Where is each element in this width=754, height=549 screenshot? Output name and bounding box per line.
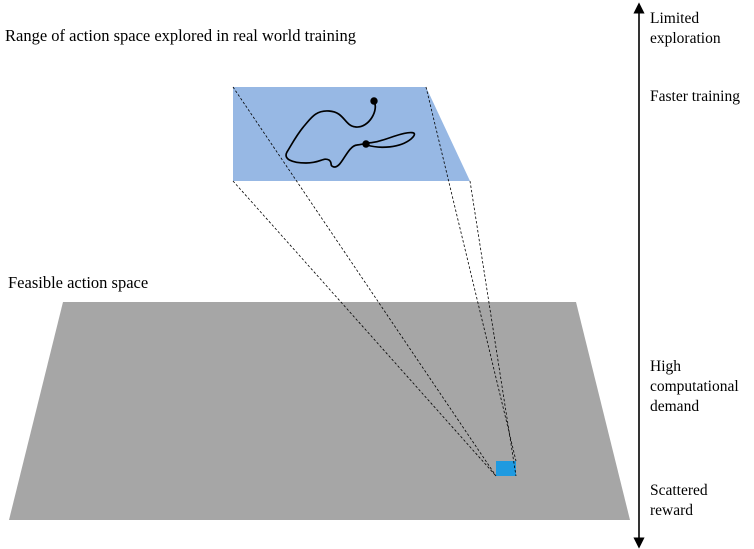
high-computational-demand-label: High computational demand <box>650 358 739 415</box>
projection-line-top-right <box>425 86 517 462</box>
trajectory-start-dot <box>370 97 378 105</box>
faster-training-label: Faster training <box>650 88 740 105</box>
projection-line-bottom-right <box>469 180 517 477</box>
trajectory-end-dot <box>362 140 370 148</box>
projection-lines <box>232 86 517 477</box>
explored-action-space-region <box>233 87 470 181</box>
limited-exploration-label: Limited exploration <box>650 10 721 47</box>
projection-line-bottom-left <box>232 180 497 477</box>
exploration-trajectory <box>285 100 416 168</box>
small-explored-region <box>496 461 516 476</box>
explored-range-title: Range of action space explored in real w… <box>5 26 356 45</box>
scattered-reward-label: Scattered reward <box>650 482 708 519</box>
feasible-space-label: Feasible action space <box>8 273 149 292</box>
projection-line-top-left <box>232 86 497 477</box>
feasible-action-space-region <box>9 302 630 520</box>
